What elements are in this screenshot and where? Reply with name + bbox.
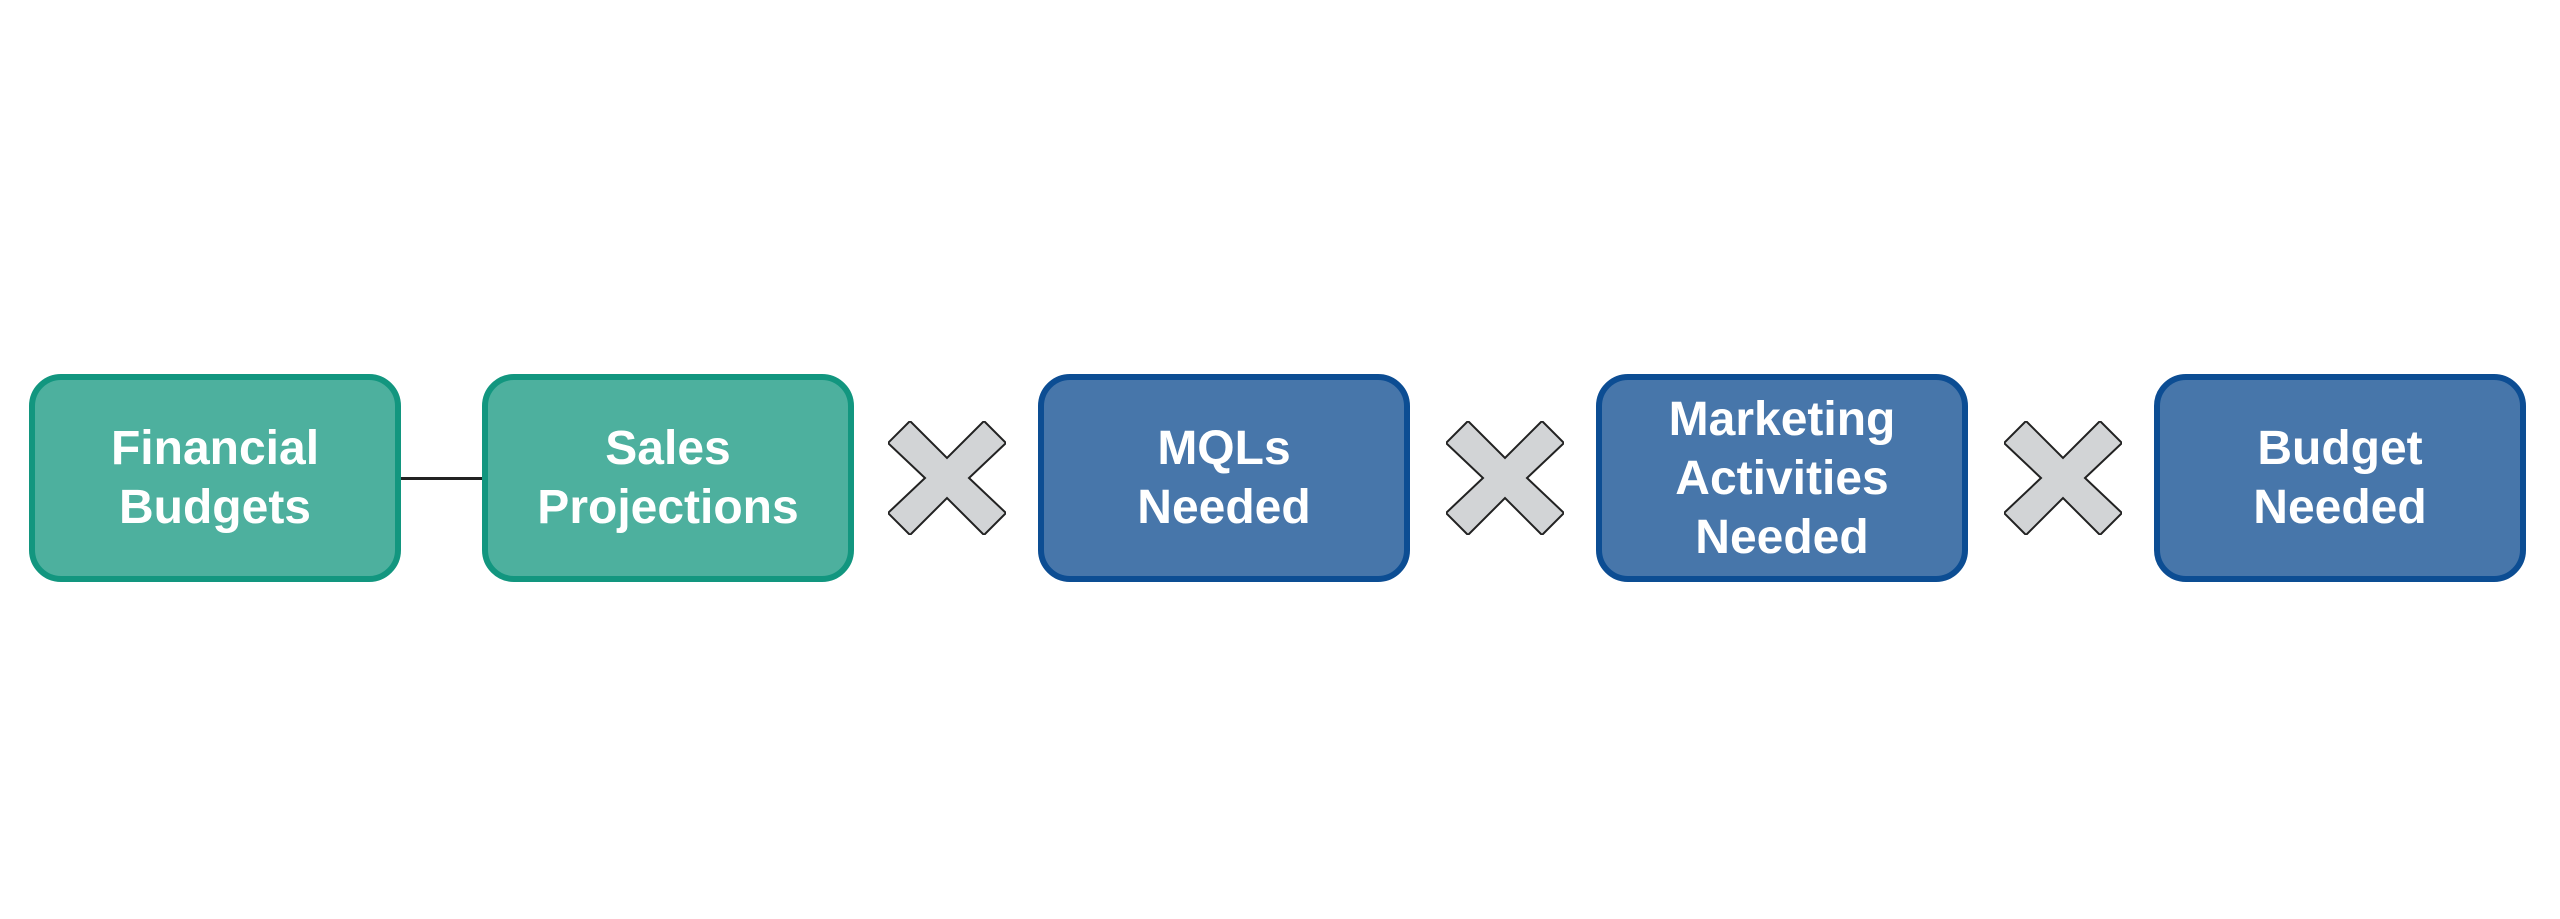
mqls-needed-box: MQLs Needed — [1038, 374, 1410, 582]
marketing-activities-needed-box: Marketing Activities Needed — [1596, 374, 1968, 582]
sales-projections-box: Sales Projections — [482, 374, 854, 582]
mqls-needed-label: MQLs Needed — [1137, 422, 1311, 534]
connector-line — [401, 477, 483, 480]
budget-needed-box: Budget Needed — [2154, 374, 2526, 582]
budget-needed-label: Budget Needed — [2253, 422, 2427, 534]
marketing-activities-needed-label: Marketing Activities Needed — [1668, 392, 1896, 564]
financial-budgets-box: Financial Budgets — [29, 374, 401, 582]
multiply-icon — [1446, 421, 1564, 535]
financial-budgets-label: Financial Budgets — [110, 422, 320, 534]
multiply-icon — [2004, 421, 2122, 535]
multiply-icon — [888, 421, 1006, 535]
sales-projections-label: Sales Projections — [537, 422, 799, 534]
